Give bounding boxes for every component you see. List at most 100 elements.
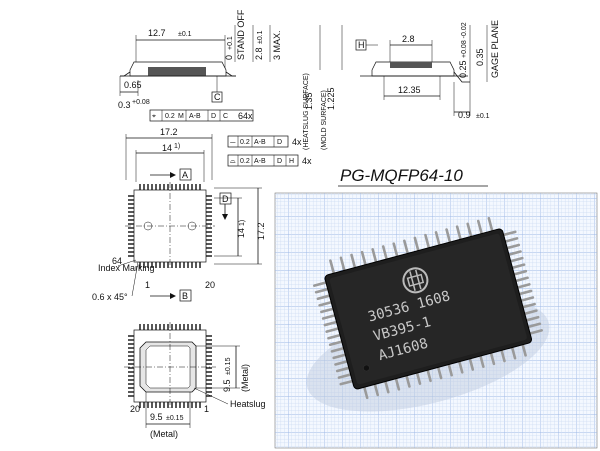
lead — [199, 184, 201, 190]
lead — [143, 184, 145, 190]
lead — [151, 262, 153, 268]
chip-lead — [504, 237, 519, 243]
standoff-tol: +0.1 — [227, 36, 234, 50]
lead — [128, 387, 134, 389]
lead — [206, 355, 212, 357]
chip-lead — [339, 256, 346, 271]
lead — [128, 255, 134, 257]
lead — [128, 395, 134, 397]
lead — [187, 184, 189, 190]
chip-lead — [337, 373, 352, 379]
lead — [128, 343, 134, 345]
lead — [128, 351, 134, 353]
metal-h-tol: ±0.15 — [225, 357, 232, 375]
chip-lead — [350, 253, 356, 268]
body-dim: 12.35 — [398, 85, 421, 95]
chip-lead — [487, 216, 494, 232]
lead — [159, 184, 161, 190]
lead — [128, 239, 134, 241]
lead — [206, 391, 212, 393]
lead — [151, 184, 153, 190]
lead — [206, 223, 212, 225]
chip-lead — [415, 370, 422, 385]
lead — [163, 262, 165, 268]
chip-lead — [394, 376, 401, 391]
lead — [128, 363, 134, 365]
lead — [143, 324, 145, 330]
datum-d: D — [222, 194, 229, 204]
chip-lead — [339, 379, 354, 386]
lead — [159, 402, 161, 408]
chip-lead — [328, 340, 344, 347]
lead — [206, 335, 212, 337]
standoff-label: STAND OFF — [236, 9, 246, 60]
svg-text:A-B: A-B — [189, 113, 201, 120]
lead — [183, 184, 185, 190]
lead — [128, 371, 134, 373]
lead — [206, 375, 212, 377]
lead — [179, 402, 181, 408]
svg-text:1): 1) — [239, 220, 246, 226]
lead — [128, 383, 134, 385]
lead — [167, 262, 169, 268]
lead — [171, 262, 173, 268]
lead — [128, 247, 134, 249]
heatslug-label: Heatslug — [230, 399, 266, 409]
svg-text:0.2: 0.2 — [240, 158, 250, 165]
chip-lead — [426, 367, 432, 383]
lead — [128, 335, 134, 337]
svg-text:0.2: 0.2 — [165, 113, 175, 120]
lead — [128, 227, 134, 229]
chip-lead — [505, 243, 521, 250]
chip-lead — [500, 348, 506, 363]
chip-lead — [521, 302, 536, 309]
pin-20-label: 20 — [205, 280, 215, 290]
side-view-left: 12.7 ±0.1 0 +0.1 STAND OFF 2.8 ±0.1 3 MA… — [118, 9, 282, 122]
chip-lead — [447, 362, 453, 377]
chip-lead — [424, 233, 430, 249]
lead — [206, 207, 212, 209]
lead-width-tol: +0.08 — [132, 99, 150, 106]
side-outer: 17.2 — [256, 222, 266, 240]
lead — [163, 402, 165, 408]
chip-lead — [323, 320, 338, 327]
chip-lead — [521, 342, 527, 357]
lead — [147, 262, 149, 268]
pin-1-label: 1 — [145, 280, 150, 290]
chip-lead — [512, 269, 528, 276]
heatslug-val: 1.35 — [304, 92, 314, 110]
chip-lead — [527, 322, 542, 329]
lead — [167, 184, 169, 190]
lead — [128, 251, 134, 253]
chip-lead — [381, 245, 388, 260]
lead — [147, 402, 149, 408]
lead — [128, 391, 134, 393]
chamfer-label: 0.6 x 45° — [92, 292, 128, 302]
gage-label: GAGE PLANE — [490, 20, 500, 78]
lead — [191, 324, 193, 330]
lead — [206, 383, 212, 385]
height-a: 2.8 — [254, 47, 264, 60]
lead — [171, 184, 173, 190]
lead — [206, 215, 212, 217]
svg-text:D: D — [277, 158, 282, 165]
lead — [155, 324, 157, 330]
lead — [155, 184, 157, 190]
lead — [128, 199, 134, 201]
lead — [128, 355, 134, 357]
chip-lead — [528, 329, 543, 335]
lead — [139, 262, 141, 268]
datum-h: H — [358, 40, 365, 50]
chip-lead — [373, 382, 380, 397]
lead — [206, 243, 212, 245]
chip-lead — [457, 359, 464, 374]
lead — [191, 402, 193, 408]
lead — [206, 347, 212, 349]
inner-note: 1) — [174, 143, 180, 150]
foot-tol: ±0.1 — [476, 113, 490, 120]
lead — [128, 211, 134, 213]
lead — [128, 207, 134, 209]
lead — [167, 324, 169, 330]
lead — [171, 402, 173, 408]
